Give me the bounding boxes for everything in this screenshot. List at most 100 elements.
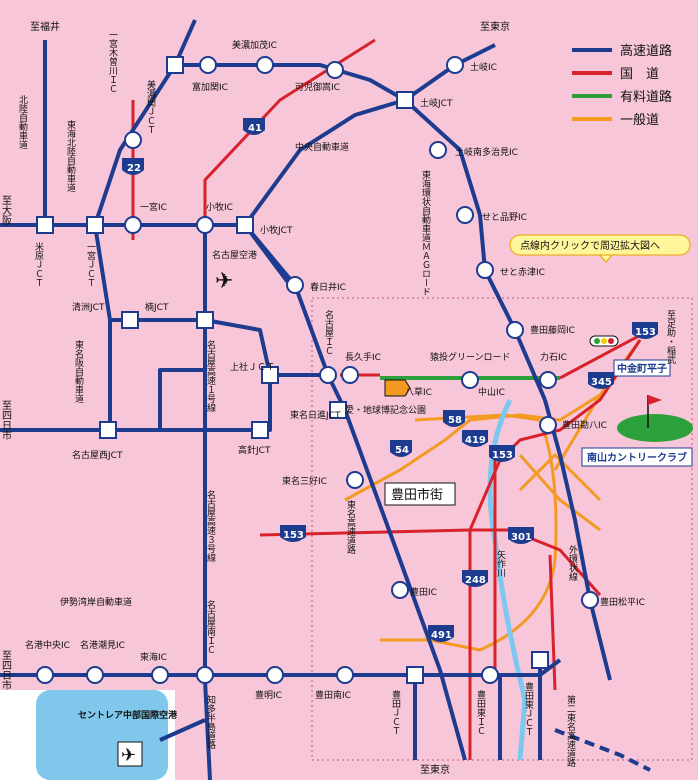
route-nagoya-1: 名古屋高速１号線 <box>205 339 216 412</box>
toyota-city-label: 豊田市街 <box>391 487 443 503</box>
svg-text:301: 301 <box>511 532 532 543</box>
svg-text:153: 153 <box>283 530 304 541</box>
daini-tomei-route <box>554 728 651 772</box>
ic-markers <box>36 56 599 684</box>
label-toyota-jct: 豊田ＪＣＴ <box>390 689 401 735</box>
label-toyota-higashi: 豊田東ＩＣ <box>475 689 486 735</box>
nakagane-label: 中金町平子 <box>617 362 667 375</box>
sea <box>36 690 168 780</box>
label-nakayama: 中山IC <box>478 386 505 398</box>
label-expo-park: 愛・地球博記念公園 <box>345 404 426 416</box>
label-meiko-chuo: 名港中央IC <box>25 639 70 651</box>
route-nagoya-3: 名古屋高速３号線 <box>205 489 216 562</box>
toyota-city-box <box>384 482 456 506</box>
label-toyoake: 豊明IC <box>255 689 282 701</box>
nanzan-label[interactable]: 南山カントリークラブ <box>587 451 687 464</box>
legend-label-national: 国 道 <box>620 67 659 82</box>
label-toyota-minami: 豊田南IC <box>315 689 351 701</box>
label-nagakute: 長久手IC <box>345 351 381 363</box>
label-toki: 土岐IC <box>470 61 497 73</box>
route-hokuriku: 北陸自動車道 <box>17 95 28 150</box>
route-isewan: 伊勢湾岸自動車道 <box>60 596 132 608</box>
airport-icon: ✈ <box>215 269 233 294</box>
label-mino-kamo: 美濃加茂IC <box>232 39 277 51</box>
dir-osaka: 至大阪 <box>0 195 12 226</box>
svg-text:153: 153 <box>635 327 656 338</box>
route-tomei-osaka: 東名阪自動車道 <box>73 339 84 404</box>
route-tomei: 東名高速道路 <box>345 499 356 555</box>
svg-text:153: 153 <box>492 450 513 461</box>
dir-fukui: 至福井 <box>30 20 60 33</box>
label-maibara: 米原ＪＣＴ <box>33 241 44 287</box>
dir-tokyo-bottom: 至東京 <box>420 763 450 776</box>
label-nagoya-minami: 名古屋南ＩＣ <box>205 599 216 654</box>
label-toyota-kanpachi: 豊田勘八IC <box>562 419 607 431</box>
flag-icon <box>648 395 662 405</box>
label-meiko-shiomi: 名港潮見IC <box>80 639 125 651</box>
label-tokai: 東海IC <box>140 651 167 663</box>
label-ichinomiya-kisogawa: 一宮木曽川ＩＣ <box>107 30 118 93</box>
label-nagoya-nishi: 名古屋西JCT <box>72 449 123 461</box>
label-rikiishi: 力石IC <box>540 351 567 363</box>
label-toyota-higashi-jct: 豊田東ＪＣＴ <box>523 681 534 736</box>
route-tokai-hokuriku: 東海北陸自動車道 <box>65 119 76 193</box>
label-tomei-miyoshi: 東名三好IC <box>282 475 327 487</box>
svg-text:491: 491 <box>431 630 452 641</box>
svg-text:54: 54 <box>395 445 409 456</box>
svg-text:22: 22 <box>127 163 141 174</box>
legend: 高速道路 国 道 有料道路 一般道 <box>572 43 672 128</box>
label-toki-jct: 土岐JCT <box>420 97 453 109</box>
label-ichinomiya: 一宮IC <box>140 201 167 213</box>
dir-yokkaichi-1: 至四日市 <box>0 400 12 441</box>
nanzan-box[interactable] <box>581 447 693 467</box>
route-sanagi: 猿投グリーンロード <box>430 351 511 363</box>
plane-glyph-icon: ✈ <box>121 745 136 766</box>
label-kamiyashiro: 上社ＪＣＴ <box>230 361 275 373</box>
label-kani-mitake: 可児御嵩IC <box>295 81 340 93</box>
svg-text:419: 419 <box>465 435 486 446</box>
label-nagoya-ic: 名古屋ＩＣ <box>323 309 334 355</box>
label-kasugai: 春日井IC <box>310 281 346 293</box>
label-toyota-ic: 豊田IC <box>410 586 437 598</box>
label-komaki-jct: 小牧JCT <box>260 224 293 236</box>
route-gaikan: 外環状線 <box>567 544 578 581</box>
route-chita: 知多半島道路 <box>205 694 216 750</box>
svg-text:58: 58 <box>448 415 462 426</box>
legend-label-general: 一般道 <box>620 112 659 128</box>
dir-asuke: 至足助・稲武 <box>665 310 676 364</box>
label-ichinomiya-jct: 一宮ＪＣＴ <box>85 242 96 287</box>
route-tokai-kanjo: 東海環状自動車道ＭＡＧロード <box>420 169 431 296</box>
label-takabari: 高針JCT <box>238 444 271 456</box>
dir-tokyo-top: 至東京 <box>480 20 510 33</box>
route-shields: 41 22 58 54 419 153 248 301 491 153 153 … <box>122 118 658 642</box>
label-nagoya-airport: 名古屋空港 <box>212 249 257 261</box>
label-tomei-nisshin: 東名日進JCT <box>290 409 341 421</box>
svg-text:345: 345 <box>591 377 612 388</box>
centrair-airport-icon <box>117 741 143 767</box>
label-centrair: セントレア中部国際空港 <box>78 709 178 721</box>
svg-text:41: 41 <box>248 123 262 134</box>
label-tomikaseki: 富加関IC <box>192 81 228 93</box>
svg-text:248: 248 <box>465 575 486 586</box>
label-toyota-matsudaira: 豊田松平IC <box>600 596 645 608</box>
jct-markers <box>36 56 549 684</box>
route-chuo: 中央自動車道 <box>295 141 349 153</box>
label-mino-seki: 美濃関ＪＣＴ <box>145 79 156 134</box>
legend-label-expressway: 高速道路 <box>620 43 672 59</box>
expo-park-marker <box>384 379 411 397</box>
label-toyota-fujioka: 豊田藤岡IC <box>530 324 575 336</box>
label-komaki: 小牧IC <box>206 201 233 213</box>
golf-green <box>617 414 693 442</box>
route-yahagi: 矢作川 <box>495 549 506 577</box>
label-kusunoki: 楠JCT <box>145 301 169 313</box>
label-seto-akazu: せと赤津IC <box>500 267 545 278</box>
route-daini-tomei: 第二東名高速道路 <box>565 694 576 768</box>
dir-yokkaichi-2: 至四日市 <box>0 650 12 691</box>
label-kiyosu: 清洲JCT <box>72 301 105 313</box>
callout-text[interactable]: 点線内クリックで周辺拡大図へ <box>520 239 660 252</box>
label-yakusa: 八草IC <box>405 386 432 398</box>
legend-label-toll: 有料道路 <box>620 89 672 105</box>
label-toki-minami: 土岐南多治見IC <box>455 146 518 158</box>
